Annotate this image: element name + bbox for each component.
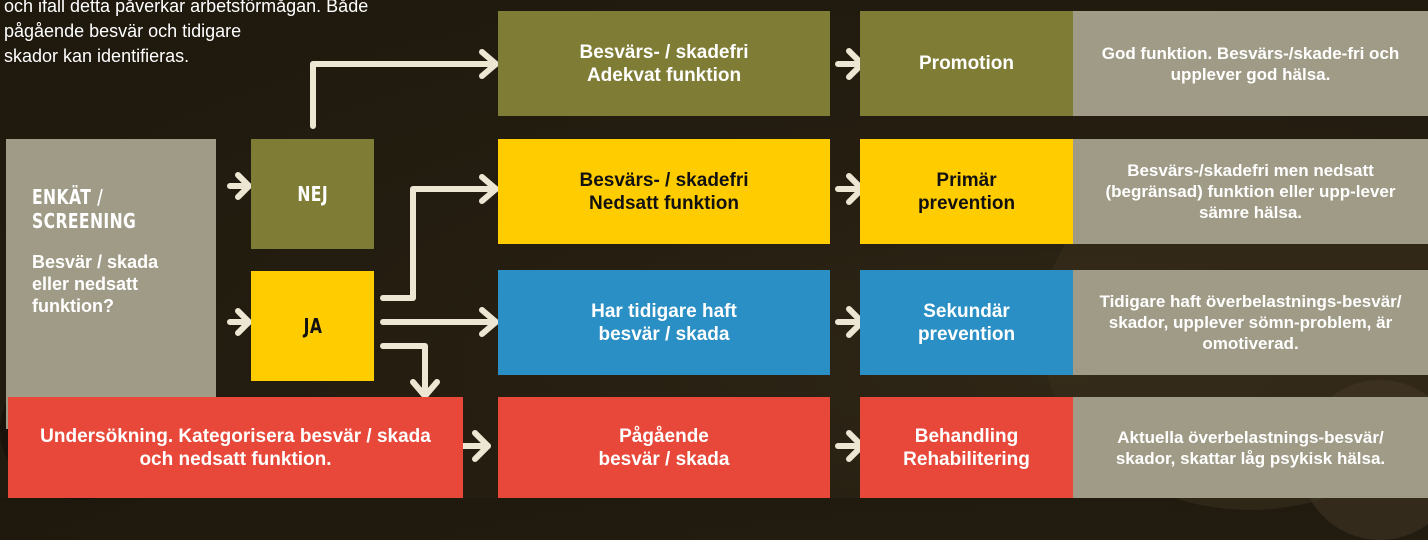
ja-box: JA (251, 271, 374, 381)
nej-label: NEJ (297, 182, 328, 206)
arrowhead (410, 379, 440, 399)
connector-ja-exam (380, 343, 428, 399)
connector-nej-row1 (310, 61, 499, 129)
arrowhead (479, 174, 499, 204)
action-row3: Sekundär prevention (860, 270, 1073, 375)
examination-box: Undersökning. Kategorisera besvär / skad… (8, 397, 463, 498)
flow-connectors (227, 48, 865, 462)
screening-title: ENKÄT / (32, 185, 104, 209)
arrowhead (479, 307, 499, 337)
description-row2: Besvärs-/skadefri men nedsatt (begränsad… (1073, 139, 1428, 244)
arrowhead (235, 172, 252, 200)
arrowhead (479, 49, 499, 79)
description-row4: Aktuella överbelastnings-besvär/ skador,… (1073, 397, 1428, 498)
intro-line: skador kan identifieras. (4, 46, 190, 66)
status-row1: Besvärs- / skadefri Adekvat funktion (498, 11, 830, 116)
intro-line: pågående besvär och tidigare (4, 21, 242, 41)
screening-box: ENKÄT / SCREENING Besvär / skada eller n… (6, 139, 216, 429)
status-row3: Har tidigare haft besvär / skada (498, 270, 830, 375)
connector-ja-row2 (380, 186, 499, 301)
description-row3: Tidigare haft överbelastnings-besvär/ sk… (1073, 270, 1428, 375)
intro-text: och ifall detta påverkar arbetsförmågan.… (4, 0, 474, 69)
screening-question: Besvär / skada eller nedsatt funktion? (32, 252, 159, 316)
ja-label: JA (303, 314, 322, 338)
arrowhead (235, 308, 252, 336)
action-row1: Promotion (860, 11, 1073, 116)
screening-title: SCREENING (32, 209, 137, 233)
intro-line: och ifall detta påverkar arbetsförmågan.… (4, 0, 369, 16)
action-row2: Primär prevention (860, 139, 1073, 244)
action-row4: Behandling Rehabilitering (860, 397, 1073, 498)
description-row1: God funktion. Besvärs-/skade-fri och upp… (1073, 11, 1428, 116)
status-row4: Pågående besvär / skada (498, 397, 830, 498)
nej-box: NEJ (251, 139, 374, 249)
status-row2: Besvärs- / skadefri Nedsatt funktion (498, 139, 830, 244)
